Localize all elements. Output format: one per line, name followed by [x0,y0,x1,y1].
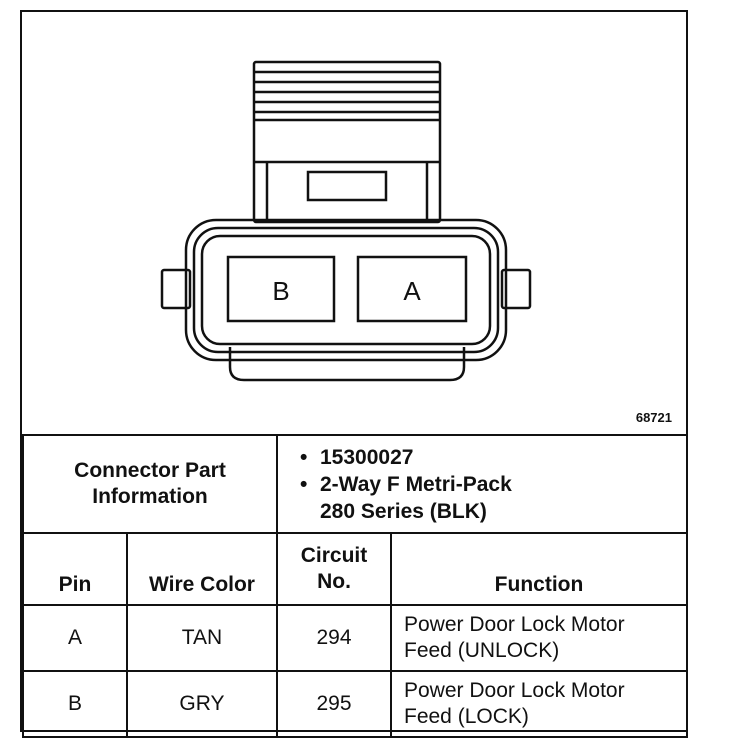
cavity-a [356,255,468,323]
connector-body-outer [184,218,508,362]
function-line2: Feed (UNLOCK) [404,639,560,662]
part-info-title-line2: Information [92,485,208,508]
function-line1: Power Door Lock Motor [404,679,625,702]
connector-top-housing [252,60,442,224]
cavity-b [226,255,336,323]
circuit-header-line2: No. [317,570,351,593]
connector-series: 280 Series (BLK) [320,499,487,523]
function-line2: Feed (LOCK) [404,705,529,728]
table-row: B GRY 295 Power Door Lock Motor Feed (LO… [22,670,688,738]
circuit-header-line1: Circuit [300,544,368,567]
cavity-a-label: A [403,276,421,306]
locking-tab [306,170,388,202]
function-header: Function [390,532,688,606]
circuit-cell: 295 [276,670,392,738]
figure-id: 68721 [635,410,672,425]
circuit-cell: 294 [276,604,392,672]
cavity-b-label: B [272,276,289,306]
wire-color-cell: GRY [126,670,278,738]
pin-cell: A [22,604,128,672]
function-cell: Power Door Lock Motor Feed (UNLOCK) [390,604,688,672]
pin-header: Pin [22,532,128,606]
function-line1: Power Door Lock Motor [404,613,625,636]
connector-diagram: B A [160,60,532,382]
diagram-frame: B A 68721 Connector Part Information 153… [20,10,688,738]
wire-color-header: Wire Color [126,532,278,606]
part-info-list: 15300027 2-Way F Metri-Pack 280 Series (… [276,434,688,534]
circuit-header: Circuit No. [276,532,392,606]
header-row: Pin Wire Color Circuit No. Function [22,532,688,606]
connector-body-inner [192,226,500,354]
pin-cell: B [22,670,128,738]
right-ear [500,268,532,310]
wire-color-cell: TAN [126,604,278,672]
part-info-row: Connector Part Information 15300027 2-Wa… [22,434,688,534]
connector-type: 2-Way F Metri-Pack [300,471,686,498]
connector-face [200,234,492,346]
part-info-title-line1: Connector Part [74,459,226,482]
part-number: 15300027 [300,444,686,471]
left-ear [160,268,192,310]
function-cell: Power Door Lock Motor Feed (LOCK) [390,670,688,738]
table-row: A TAN 294 Power Door Lock Motor Feed (UN… [22,604,688,672]
part-info-title: Connector Part Information [22,434,278,534]
connector-table: Connector Part Information 15300027 2-Wa… [22,434,688,738]
connector-skirt [228,347,466,382]
